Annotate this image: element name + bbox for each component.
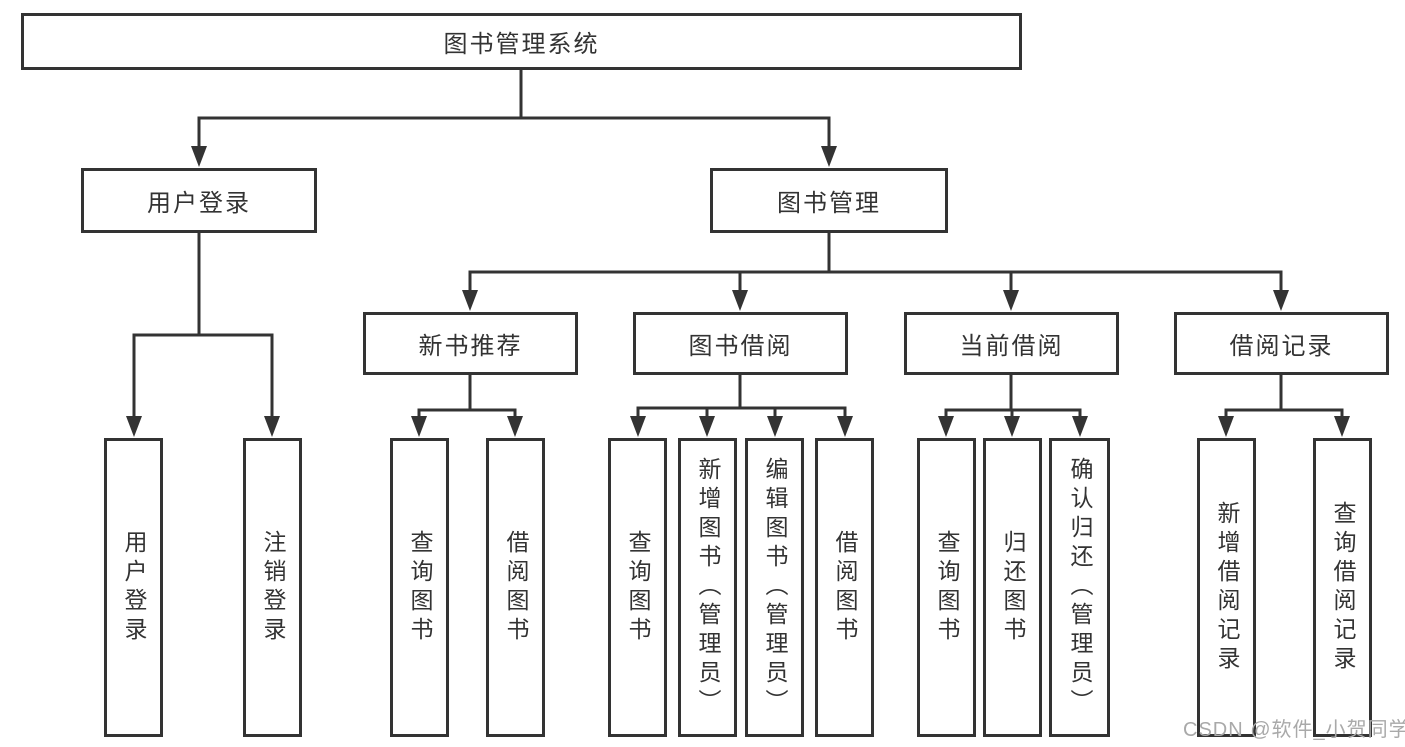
node-new-book-recommend: 新书推荐	[363, 312, 578, 375]
leaf-confirm-return-admin: 确认归还（管理员）	[1049, 438, 1110, 737]
leaf-logout-login: 注销登录	[243, 438, 302, 737]
node-label: 确认归还（管理员）	[1067, 457, 1093, 718]
node-root: 图书管理系统	[21, 13, 1022, 70]
leaf-add-books-admin: 新增图书（管理员）	[678, 438, 737, 737]
node-label: 借阅图书	[832, 529, 858, 646]
leaf-edit-books-admin: 编辑图书（管理员）	[745, 438, 804, 737]
node-label: 用户登录	[147, 190, 251, 217]
csdn-watermark: CSDN @软件_小贺同学	[1183, 719, 1405, 741]
node-label: 归还图书	[1000, 529, 1026, 646]
node-label: 查询图书	[407, 529, 433, 646]
leaf-query-books-borrowing: 查询图书	[608, 438, 667, 737]
arrow-down-icons	[126, 146, 1350, 437]
node-label: 新增借阅记录	[1214, 500, 1240, 675]
node-label: 新增图书（管理员）	[695, 457, 721, 718]
node-label: 借阅记录	[1229, 333, 1334, 360]
node-book-management: 图书管理	[710, 168, 948, 233]
node-label: 图书管理系统	[443, 31, 600, 58]
node-user-login: 用户登录	[81, 168, 317, 233]
leaf-return-books: 归还图书	[983, 438, 1042, 737]
node-book-borrowing: 图书借阅	[633, 312, 848, 375]
leaf-add-borrow-record: 新增借阅记录	[1197, 438, 1256, 737]
tree-edge-lines	[132, 67, 1344, 422]
node-label: 当前借阅	[959, 333, 1064, 360]
leaf-borrow-books-recommend: 借阅图书	[486, 438, 545, 737]
leaf-borrow-books-borrowing: 借阅图书	[815, 438, 874, 737]
node-label: 借阅图书	[503, 529, 529, 646]
node-label: 查询图书	[625, 529, 651, 646]
node-borrowing-records: 借阅记录	[1174, 312, 1389, 375]
node-label: 注销登录	[260, 529, 286, 646]
node-label: 图书借阅	[688, 333, 793, 360]
leaf-query-borrow-record: 查询借阅记录	[1313, 438, 1372, 737]
leaf-user-login: 用户登录	[104, 438, 163, 737]
leaf-query-books-recommend: 查询图书	[390, 438, 449, 737]
node-label: 查询图书	[934, 529, 960, 646]
node-label: 编辑图书（管理员）	[762, 457, 788, 718]
node-label: 新书推荐	[418, 333, 523, 360]
leaf-query-books-current: 查询图书	[917, 438, 976, 737]
node-label: 用户登录	[121, 529, 147, 646]
node-label: 图书管理	[777, 190, 881, 217]
node-current-borrowing: 当前借阅	[904, 312, 1119, 375]
node-label: 查询借阅记录	[1330, 500, 1356, 675]
